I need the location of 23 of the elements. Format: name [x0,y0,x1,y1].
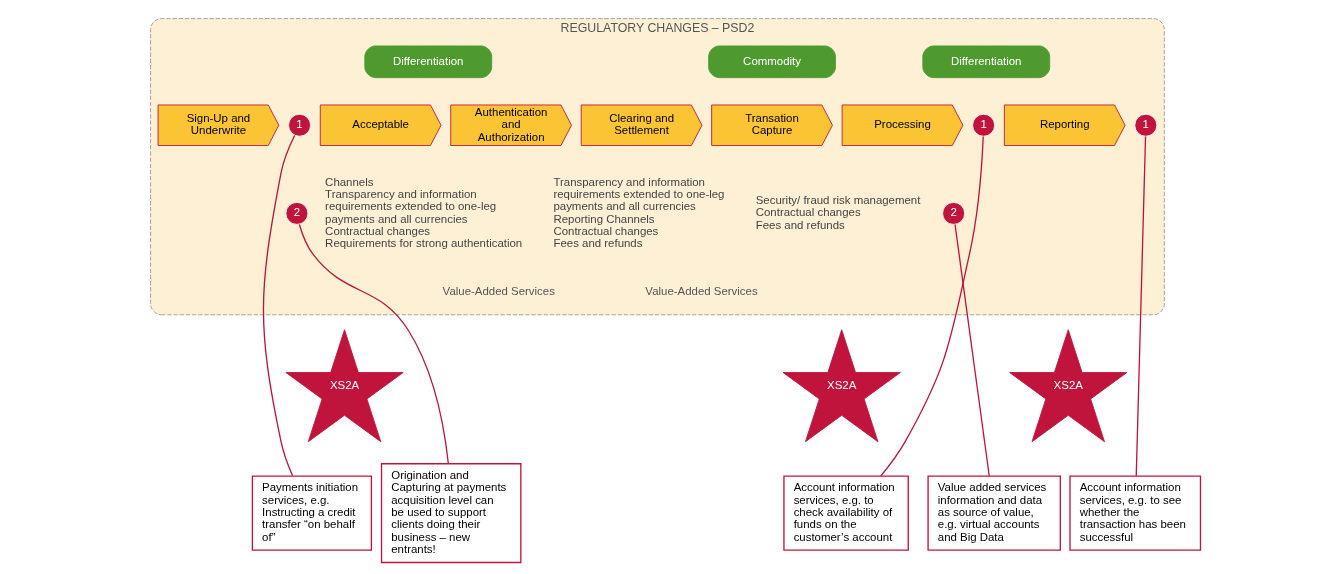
node-box: Commodity [707,45,836,79]
node-box: Account information services, e.g. to see whether the transaction has been successful [1068,475,1201,551]
connector [298,223,449,465]
connector [953,223,990,477]
label: Value-Added Services [644,284,758,297]
node-box: Payments initiation services, e.g. Instructing a credit transfer “on behalf of” [251,475,372,551]
node-circle: 1 [971,113,995,137]
node-box: Differentiation [363,45,492,79]
node-box: Origination and Capturing at payments acquisition level can be used to support clients doing their business – new entrants! [380,463,521,564]
node-box: Account information services, e.g. to check availability of funds on the customer’s account [782,475,909,551]
node-circle: 2 [284,201,308,225]
node-box: Value added services information and data as source of value, e.g. virtual accounts and Big Data [926,475,1061,551]
node-text: Security/ fraud risk management Contractual changes Fees and refunds [755,194,920,231]
connector [879,135,984,477]
connector [1135,135,1146,477]
node-text: Transparency and information requirements extended to one-leg payments and all currencies Reporting Channels Contractual changes Fees and refunds [552,175,724,250]
label: Value-Added Services [442,284,555,297]
connector [262,134,295,477]
node-circle: 1 [287,113,311,137]
node-box: Differentiation [921,45,1050,79]
node-circle: 1 [1133,113,1157,137]
node-circle: 2 [941,201,965,225]
node-text: Channels Transparency and information requirements extended to one-leg payments and all currencies Contractual changes Requirements for strong authentication [324,175,522,250]
